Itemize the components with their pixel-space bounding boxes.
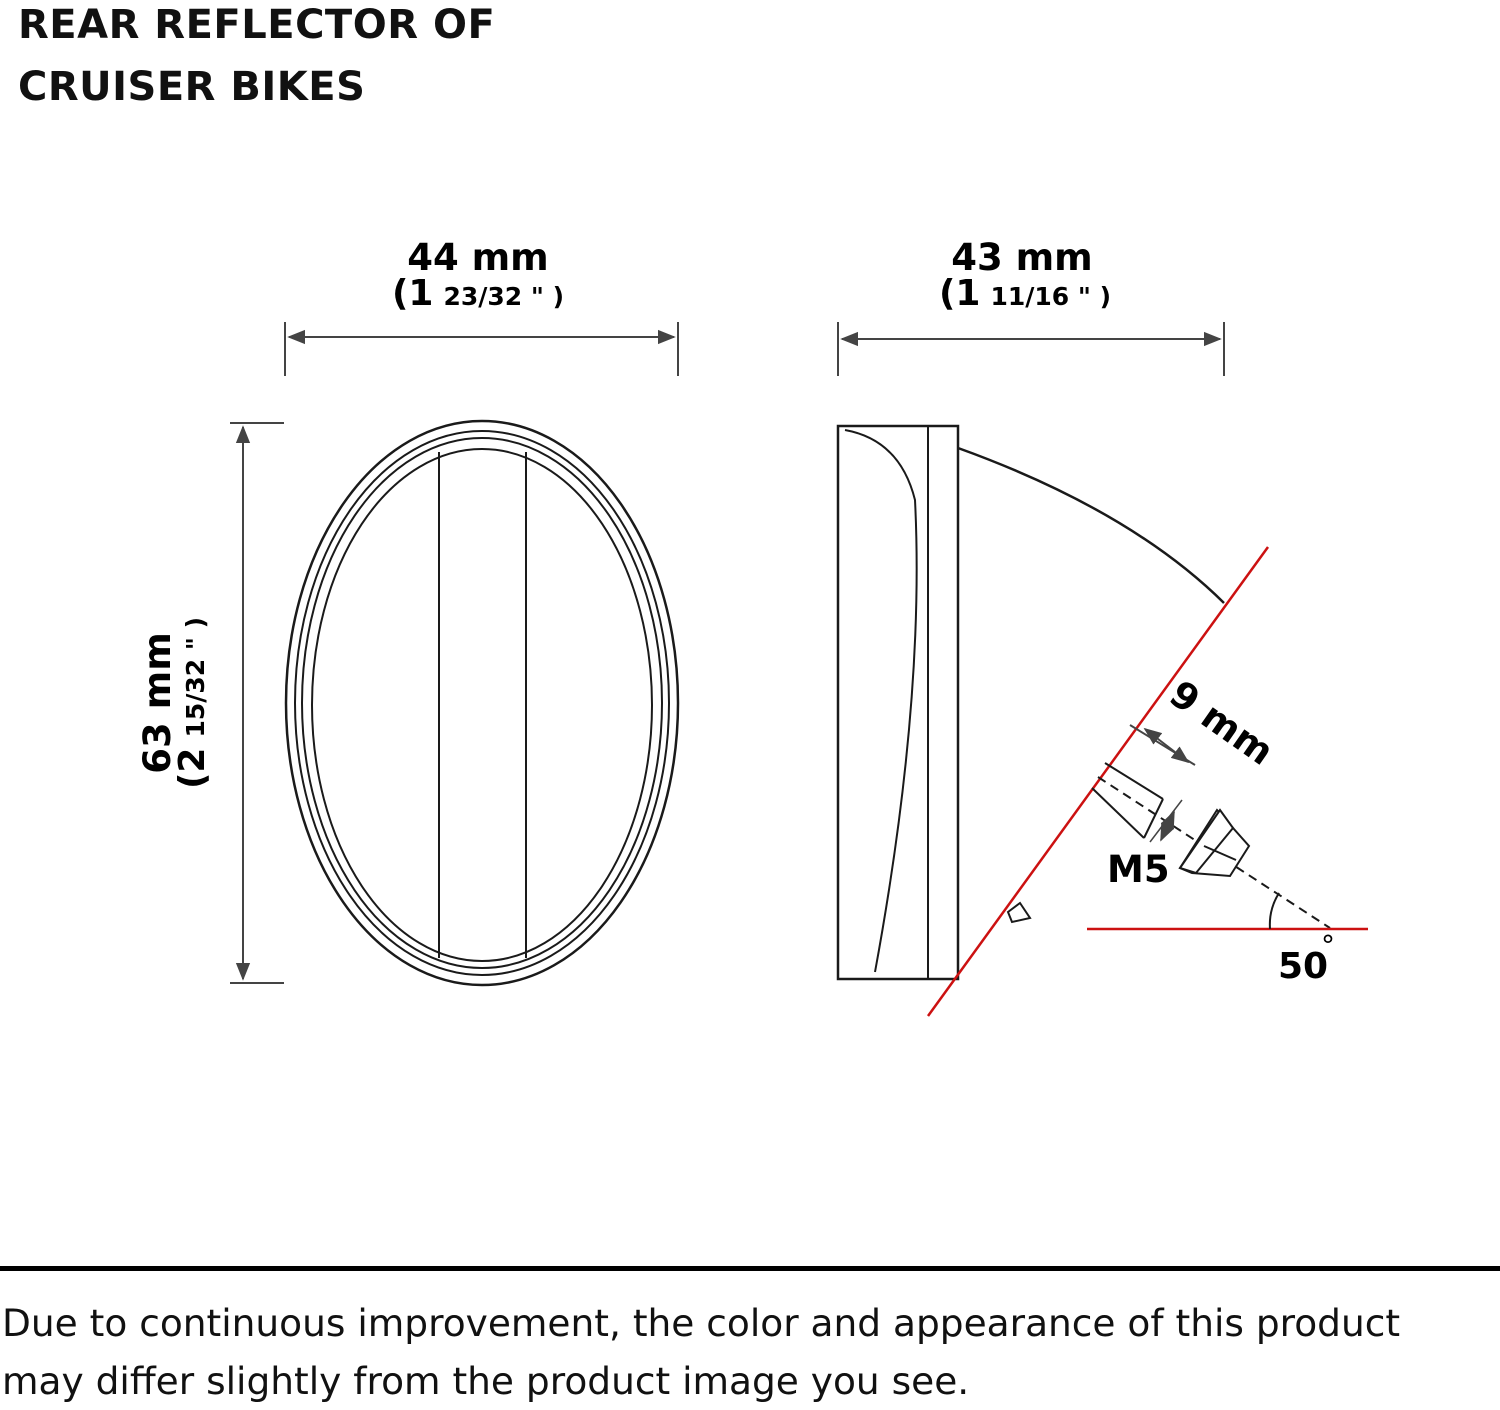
side-width-metric-label: 43 mm	[951, 236, 1092, 279]
side-width-imperial-fraction: 11/16 " )	[990, 282, 1111, 311]
reflector-technical-drawing: 44 mm (1 23/32 " ) 63 mm (2 15/32 " )	[136, 236, 1368, 1017]
front-width-imperial-whole: (1	[392, 273, 434, 314]
front-width-imperial-fraction: 23/32 " )	[443, 282, 564, 311]
angle-value-label: 50	[1278, 946, 1328, 987]
front-view: 44 mm (1 23/32 " ) 63 mm (2 15/32 " )	[136, 236, 680, 987]
page-title: REAR REFLECTOR OF CRUISER BIKES	[18, 0, 495, 118]
side-view: 43 mm (1 11/16 " )	[836, 236, 1368, 1017]
disclaimer-line-1: Due to continuous improvement, the color…	[2, 1301, 1401, 1345]
bolt-length-dimension: 9 mm	[1129, 672, 1281, 774]
angle-degree-symbol: °	[1321, 929, 1335, 962]
side-width-imperial-whole: (1	[939, 273, 981, 314]
front-width-dimension: 44 mm (1 23/32 " )	[284, 236, 679, 376]
height-dimension: 63 mm (2 15/32 " )	[136, 422, 284, 984]
reflector-side-outline	[836, 424, 1225, 981]
bolt-length-label: 9 mm	[1162, 672, 1281, 774]
angle-indicator: 50 °	[1087, 892, 1368, 987]
title-line-1: REAR REFLECTOR OF	[18, 2, 496, 48]
mounting-plane-line	[926, 546, 1270, 1017]
m5-nut-icon	[1178, 808, 1251, 878]
front-width-metric-label: 44 mm	[407, 236, 548, 279]
side-width-imperial-label: (1 11/16 " )	[939, 273, 1111, 314]
disclaimer-line-2: may differ slightly from the product ima…	[2, 1359, 970, 1403]
height-metric-label: 63 mm	[136, 632, 179, 773]
front-width-imperial-label: (1 23/32 " )	[392, 273, 564, 314]
title-line-2: CRUISER BIKES	[18, 64, 366, 110]
disclaimer-notice: Due to continuous improvement, the color…	[2, 1294, 1400, 1410]
reflector-front-outline	[284, 419, 680, 987]
side-width-dimension: 43 mm (1 11/16 " )	[837, 236, 1225, 376]
height-imperial-fraction: 15/32 " )	[181, 617, 210, 738]
section-divider	[0, 1266, 1500, 1271]
thread-label: M5	[1107, 848, 1170, 891]
thread-dimension: M5	[1107, 799, 1183, 891]
height-imperial-label: (2 15/32 " )	[172, 617, 213, 789]
height-imperial-whole: (2	[172, 748, 213, 790]
